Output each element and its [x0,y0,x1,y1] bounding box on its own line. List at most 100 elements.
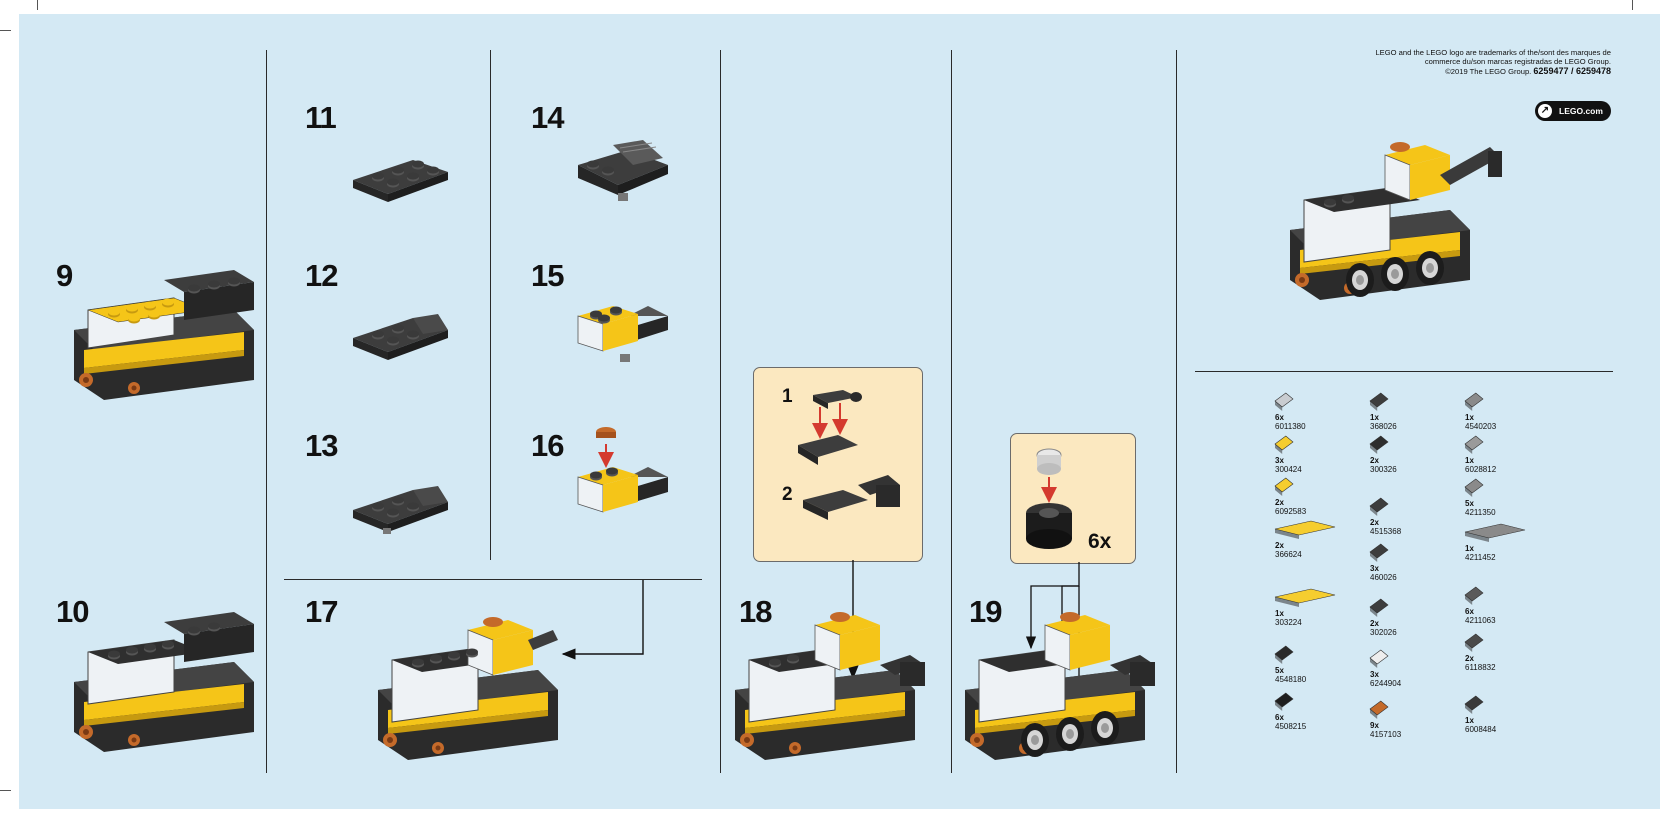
divider [490,50,491,560]
bracket-icon [1464,392,1484,411]
step-9-model-illustration [74,270,254,400]
step-number-15: 15 [531,258,564,293]
step-number-19: 19 [969,594,1002,629]
step-number-14: 14 [531,100,564,135]
part-number: 4508215 [1275,722,1307,731]
step-13-part-illustration [353,486,448,534]
lego-website-label: LEGO.com [1559,106,1603,116]
round-1x1-icon [1369,700,1389,719]
part-number: 300326 [1370,465,1397,474]
part-number: 460026 [1370,573,1397,582]
part-quantity: 3x [1370,670,1379,679]
step-12-part-illustration [353,314,448,360]
plate-1x2-icon [1274,477,1294,496]
crop-mark-left-bottom [0,790,11,791]
wheel-quantity-multiplier: 6x [1088,530,1112,553]
part-quantity: 1x [1465,413,1474,422]
plate-1x6-icon [1274,520,1336,539]
step-number-17: 17 [305,594,338,629]
copyright-text: ©2019 The LEGO Group. [1445,66,1532,76]
plate-2x2-axle-icon [1369,543,1389,562]
step-number-13: 13 [305,428,338,463]
legal-line-3: ©2019 The LEGO Group. 6259477 / 6259478 [1351,65,1611,76]
part-quantity: 3x [1370,564,1379,573]
part-quantity: 1x [1370,413,1379,422]
divider [284,579,702,580]
part-number: 4211063 [1465,616,1496,625]
brick-2x2-icon [1369,435,1389,454]
plate-1x4-grey-icon [1464,478,1484,497]
plate-1x4-icon [1369,497,1389,516]
wheel-assembly-illustration [1026,448,1072,549]
part-number: 6028812 [1465,465,1497,474]
legal-line-1: LEGO and the LEGO logo are trademarks of… [1375,48,1611,57]
divider [1195,371,1613,372]
step-number-18: 18 [739,594,772,629]
part-number: 302026 [1370,628,1397,637]
part-quantity: 6x [1465,607,1474,616]
substep-number-1: 1 [782,386,793,407]
crop-mark-top-left [37,0,38,10]
divider [951,50,952,773]
wheel-rim-icon [1274,392,1294,411]
tire-icon [1274,692,1294,711]
step-number-12: 12 [305,258,338,293]
part-number: 300424 [1275,465,1302,474]
step-18-subassembly-illustration [798,390,900,520]
brick-1x2-clear-icon [1369,649,1389,668]
part-number: 366624 [1275,550,1302,559]
step-number-16: 16 [531,428,564,463]
step-18-model-illustration [735,612,925,760]
substep-number-2: 2 [782,484,793,505]
step-15-part-illustration [577,306,668,362]
arm-icon [1464,695,1484,714]
step-14-part-illustration [578,140,668,201]
part-quantity: 2x [1275,541,1284,550]
step-number-10: 10 [56,594,89,629]
part-quantity: 1x [1465,716,1474,725]
divider [266,50,267,773]
part-number: 4211452 [1465,553,1496,562]
part-number: 6008484 [1465,725,1497,734]
crop-mark-top-right [1632,0,1633,10]
plate-2x4-icon [1369,598,1389,617]
part-number: 4157103 [1370,730,1402,739]
part-quantity: 6x [1275,713,1284,722]
clip-icon [1464,435,1484,454]
part-quantity: 3x [1275,456,1284,465]
part-number: 368026 [1370,422,1397,431]
step-17-model-illustration [378,617,558,760]
slope-icon [1274,645,1294,664]
set-codes: 6259477 / 6259478 [1533,65,1611,76]
part-quantity: 5x [1275,666,1284,675]
plate-2x2-icon [1369,392,1389,411]
divider [1176,50,1177,773]
brick-1x4-dark-icon [1464,633,1484,652]
part-number: 4211350 [1465,508,1496,517]
crop-mark-left-top [0,30,11,31]
part-quantity: 2x [1370,518,1379,527]
arrow-up-right-icon: ↗ [1538,104,1552,118]
part-number: 303224 [1275,618,1302,627]
part-quantity: 1x [1465,544,1474,553]
lego-website-link[interactable]: ↗ LEGO.com [1535,101,1611,121]
part-quantity: 2x [1370,619,1379,628]
step-10-model-illustration [74,612,254,752]
step-19-model-illustration [965,612,1155,760]
step-number-9: 9 [56,258,73,293]
